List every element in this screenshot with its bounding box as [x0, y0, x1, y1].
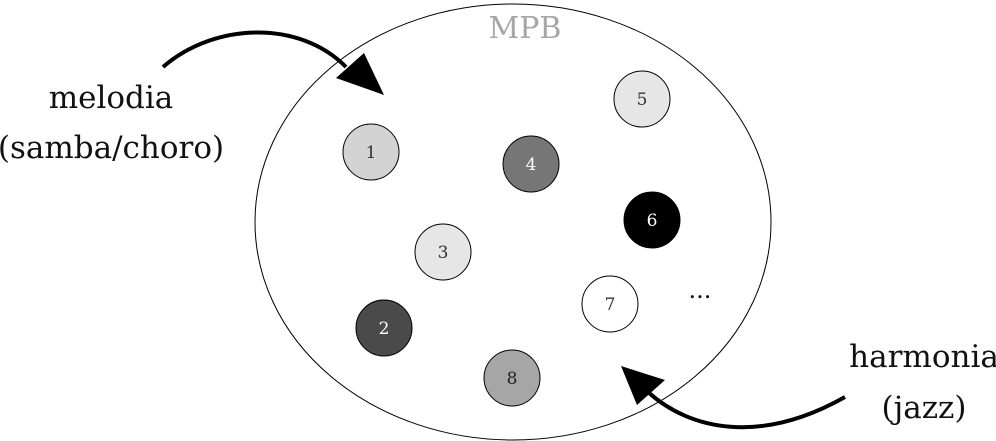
nodes-group: 1 2 3 4 5 6 7 8	[342, 70, 681, 407]
mpb-set-ellipse	[254, 3, 772, 441]
melodia-label: melodia	[49, 80, 174, 116]
harmonia-label: harmonia	[849, 339, 996, 375]
node-label-8: 8	[507, 369, 518, 389]
diagram-title: MPB	[489, 11, 562, 46]
melodia-sublabel: (samba/choro)	[0, 130, 224, 166]
node-label-6: 6	[647, 211, 658, 231]
node-8: 8	[483, 349, 541, 407]
node-circle-7	[581, 275, 639, 333]
harmonia-arrow	[646, 390, 846, 430]
node-circle-6	[623, 191, 681, 249]
node-circle-5	[613, 70, 671, 128]
melodia-arrowhead	[336, 53, 384, 95]
node-circle-3	[414, 223, 472, 281]
node-2: 2	[355, 299, 413, 357]
more-items-ellipsis: ...	[689, 276, 712, 304]
node-label-1: 1	[366, 143, 377, 163]
node-label-7: 7	[605, 295, 616, 315]
node-6: 6	[623, 191, 681, 249]
node-label-2: 2	[379, 319, 390, 339]
melodia-arrow	[161, 30, 348, 69]
node-5: 5	[613, 70, 671, 128]
harmonia-sublabel: (jazz)	[882, 390, 967, 426]
node-7: 7	[581, 275, 639, 333]
harmonia-arrowhead	[621, 366, 665, 405]
node-circle-2	[355, 299, 413, 357]
node-label-3: 3	[438, 243, 449, 263]
node-1: 1	[342, 123, 400, 181]
node-label-4: 4	[526, 155, 537, 175]
node-3: 3	[414, 223, 472, 281]
node-label-5: 5	[637, 90, 648, 110]
node-circle-8	[483, 349, 541, 407]
node-circle-1	[342, 123, 400, 181]
node-circle-4	[502, 135, 560, 193]
node-4: 4	[502, 135, 560, 193]
